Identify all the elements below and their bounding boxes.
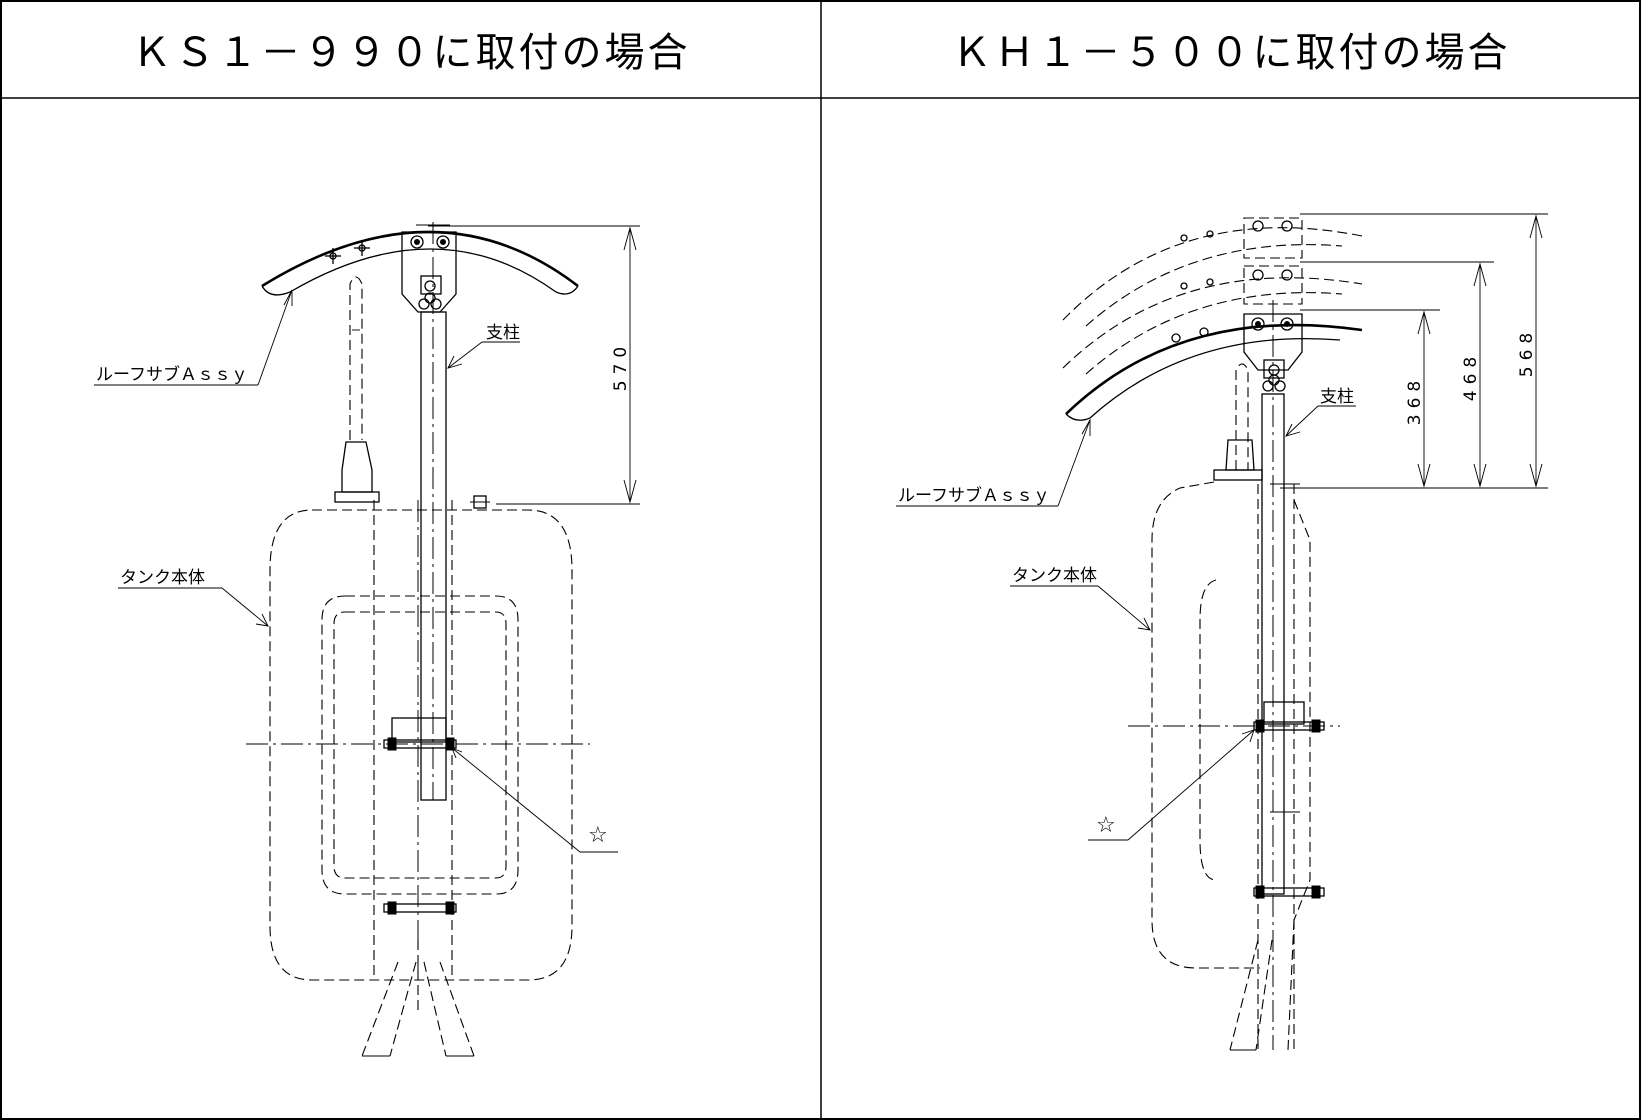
right-roof-solid [1065,313,1363,421]
right-upper-bolt [1253,701,1325,733]
left-upper-bolt [383,717,457,751]
left-diagram: 570 ルーフサブＡｓｓｙ 支柱 タンク本体 ☆ [94,222,640,1057]
right-roof-label: ルーフサブＡｓｓｙ [898,485,1050,506]
left-support-pole [416,222,450,801]
right-tank-label: タンク本体 [1012,566,1097,586]
right-dimensions [1280,213,1548,489]
left-panel-title: ＫＳ１－９９０に取付の場合 [132,30,691,76]
right-dimension-label-368: 368 [1405,375,1425,425]
left-roof-assembly [261,230,579,313]
left-tank-label: タンク本体 [120,568,205,588]
right-panel-title: ＫＨ１－５００に取付の場合 [952,30,1511,76]
right-roof-upper-dashed [1062,217,1363,327]
right-dimension-label-468: 468 [1461,351,1481,401]
right-pole-label: 支柱 [1320,387,1354,407]
left-tank-body [246,495,590,1057]
left-leaders [94,289,618,853]
right-tank-body [1128,481,1340,1051]
right-dimension-label-568: 568 [1517,327,1537,377]
right-vent-pipe [1213,363,1263,481]
left-pole-label: 支柱 [486,323,520,343]
right-star-label: ☆ [1096,813,1116,838]
right-support-pole [1261,300,1300,1050]
right-diagram: 368 468 568 ルーフサブＡｓｓｙ 支柱 タンク本体 ☆ [896,213,1548,1051]
left-lower-bolt [383,901,457,915]
left-vent-pipe [334,276,380,503]
right-leaders [896,405,1356,841]
left-dimension-label: 570 [611,341,631,391]
right-lower-bolt [1253,885,1325,899]
right-roof-middle-dashed [1062,265,1363,375]
left-dimension-570 [428,225,640,505]
left-star-label: ☆ [588,823,608,848]
left-roof-label: ルーフサブＡｓｓｙ [96,364,248,385]
